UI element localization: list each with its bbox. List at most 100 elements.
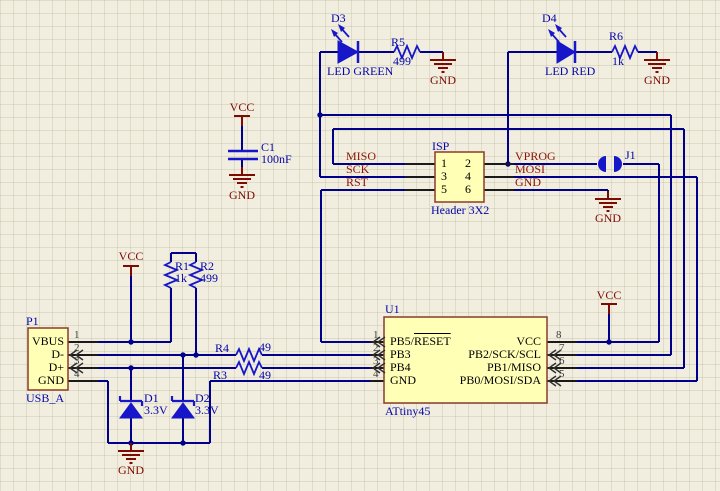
u1-pin-number: 4 bbox=[373, 368, 379, 380]
designator-c1[interactable]: C1 bbox=[261, 140, 276, 154]
p1-pin-number: 2 bbox=[74, 342, 80, 354]
led-d3-symbol[interactable] bbox=[331, 24, 360, 64]
p1-pin-name-dminus: D- bbox=[51, 347, 64, 361]
p1-pin-name-gnd: GND bbox=[38, 373, 64, 387]
mcu-body[interactable] bbox=[383, 316, 548, 404]
resistor-r1-symbol bbox=[162, 261, 180, 289]
gnd-port-label[interactable]: GND bbox=[644, 73, 670, 87]
isp-header-body[interactable] bbox=[434, 151, 485, 203]
u1-pin-number: 1 bbox=[373, 329, 379, 341]
comment-u1[interactable]: ATtiny45 bbox=[385, 404, 431, 418]
wire-isp-gnd[interactable] bbox=[514, 189, 609, 192]
designator-isp[interactable]: ISP bbox=[432, 139, 450, 153]
isp-pin-number: 5 bbox=[441, 182, 447, 196]
led-d4-symbol[interactable] bbox=[548, 24, 577, 64]
isp-pin-number: 3 bbox=[441, 169, 447, 183]
pin-direction-arrows bbox=[68, 336, 562, 387]
resistor-symbols[interactable] bbox=[162, 43, 639, 377]
led-emission-arrows-icon bbox=[548, 24, 567, 43]
designator-d4[interactable]: D4 bbox=[542, 11, 557, 25]
vcc-port-label[interactable]: VCC bbox=[229, 100, 255, 114]
comment-d4[interactable]: LED RED bbox=[545, 64, 596, 78]
u1-pin-name-pb1: PB1/MISO bbox=[486, 360, 541, 374]
designator-u1[interactable]: U1 bbox=[385, 302, 400, 316]
u1-pin-name-gnd: GND bbox=[390, 373, 416, 387]
isp-pin-number: 6 bbox=[465, 182, 471, 196]
designator-d3[interactable]: D3 bbox=[331, 11, 346, 25]
led-emission-arrows-icon bbox=[331, 24, 350, 43]
resistor-r5-symbol bbox=[393, 43, 421, 61]
wire-mosi-net[interactable] bbox=[514, 176, 698, 382]
isp-pin-number: 4 bbox=[465, 169, 471, 183]
vcc-port-label[interactable]: VCC bbox=[596, 288, 622, 302]
comment-isp[interactable]: Header 3X2 bbox=[431, 203, 490, 217]
u1-pin-number: 7 bbox=[559, 342, 565, 354]
usb-connector-body[interactable] bbox=[27, 327, 69, 391]
designator-j1[interactable]: J1 bbox=[625, 148, 636, 162]
value-d1[interactable]: 3.3V bbox=[144, 403, 168, 417]
capacitor-c1-symbol[interactable] bbox=[228, 149, 258, 161]
value-r6[interactable]: 1k bbox=[612, 54, 624, 68]
value-c1[interactable]: 100nF bbox=[261, 152, 292, 166]
net-label-rst[interactable]: RST bbox=[346, 175, 369, 189]
net-label-vprog[interactable]: VPROG bbox=[515, 149, 556, 163]
net-label-miso[interactable]: MISO bbox=[346, 149, 377, 163]
p1-pin-number: 4 bbox=[74, 368, 80, 380]
designator-r4[interactable]: R4 bbox=[215, 341, 230, 355]
isp-pin-number: 2 bbox=[465, 156, 471, 170]
u1-pin-number: 5 bbox=[559, 368, 565, 380]
designator-r2[interactable]: R2 bbox=[200, 259, 215, 273]
jumper-j1-symbol[interactable] bbox=[598, 156, 622, 172]
junction-dots bbox=[128, 112, 612, 446]
resistor-r4-symbol bbox=[235, 346, 263, 364]
value-r5[interactable]: 499 bbox=[393, 54, 411, 68]
net-label-sck[interactable]: SCK bbox=[346, 162, 370, 176]
wire-gnd-rail[interactable] bbox=[98, 380, 372, 444]
gnd-port-label[interactable]: GND bbox=[229, 188, 255, 202]
value-r3[interactable]: 49 bbox=[259, 368, 271, 382]
net-label-gnd[interactable]: GND bbox=[515, 175, 541, 189]
zener-d2-symbol[interactable] bbox=[170, 396, 196, 419]
designator-r5[interactable]: R5 bbox=[391, 35, 406, 49]
wire-led-red-net[interactable] bbox=[507, 51, 657, 164]
u1-pin-name-pb3: PB3 bbox=[390, 347, 411, 361]
designator-p1[interactable]: P1 bbox=[26, 314, 39, 328]
u1-pin-name-pb2: PB2/SCK/SCL bbox=[468, 347, 541, 361]
wire-vprog-net[interactable] bbox=[514, 163, 660, 343]
value-r1[interactable]: 1k bbox=[175, 271, 187, 285]
u1-pin-name-pb5: PB5/RESET bbox=[390, 334, 451, 348]
designator-d2[interactable]: D2 bbox=[195, 391, 210, 405]
u1-pin-number: 3 bbox=[373, 355, 379, 367]
wire-rst-net[interactable] bbox=[320, 189, 405, 343]
comment-d3[interactable]: LED GREEN bbox=[327, 64, 394, 78]
designator-r6[interactable]: R6 bbox=[609, 29, 624, 43]
value-r4[interactable]: 49 bbox=[259, 340, 271, 354]
value-d2[interactable]: 3.3V bbox=[195, 403, 219, 417]
wire-usb-data[interactable] bbox=[98, 354, 370, 400]
wire-miso-net[interactable] bbox=[332, 128, 685, 369]
p1-pin-name-vbus: VBUS bbox=[31, 334, 64, 348]
u1-pin-number: 8 bbox=[556, 329, 562, 341]
u1-pin-number: 2 bbox=[373, 342, 379, 354]
zener-d1-symbol[interactable] bbox=[118, 396, 144, 419]
wire-vbus-pullup[interactable] bbox=[98, 252, 197, 355]
vcc-port-label[interactable]: VCC bbox=[118, 249, 144, 263]
net-label-mosi[interactable]: MOSI bbox=[515, 162, 546, 176]
u1-pin-name-pb0: PB0/MOSI/SDA bbox=[459, 373, 541, 387]
resistor-r6-symbol bbox=[611, 43, 639, 61]
p1-pin-number: 3 bbox=[74, 355, 80, 367]
designator-r3[interactable]: R3 bbox=[213, 368, 228, 382]
value-r2[interactable]: 499 bbox=[200, 271, 218, 285]
wire-segments[interactable] bbox=[98, 51, 698, 444]
gnd-port-label[interactable]: GND bbox=[118, 463, 144, 477]
designator-r1[interactable]: R1 bbox=[175, 259, 190, 273]
vcc-bar-icon bbox=[123, 265, 139, 276]
gnd-port-label[interactable]: GND bbox=[430, 73, 456, 87]
comment-p1[interactable]: USB_A bbox=[26, 391, 65, 405]
gnd-port-label[interactable]: GND bbox=[595, 211, 621, 225]
power-port-symbols[interactable] bbox=[118, 52, 670, 464]
designator-d1[interactable]: D1 bbox=[144, 391, 159, 405]
wire-led-green-net[interactable] bbox=[319, 51, 672, 356]
